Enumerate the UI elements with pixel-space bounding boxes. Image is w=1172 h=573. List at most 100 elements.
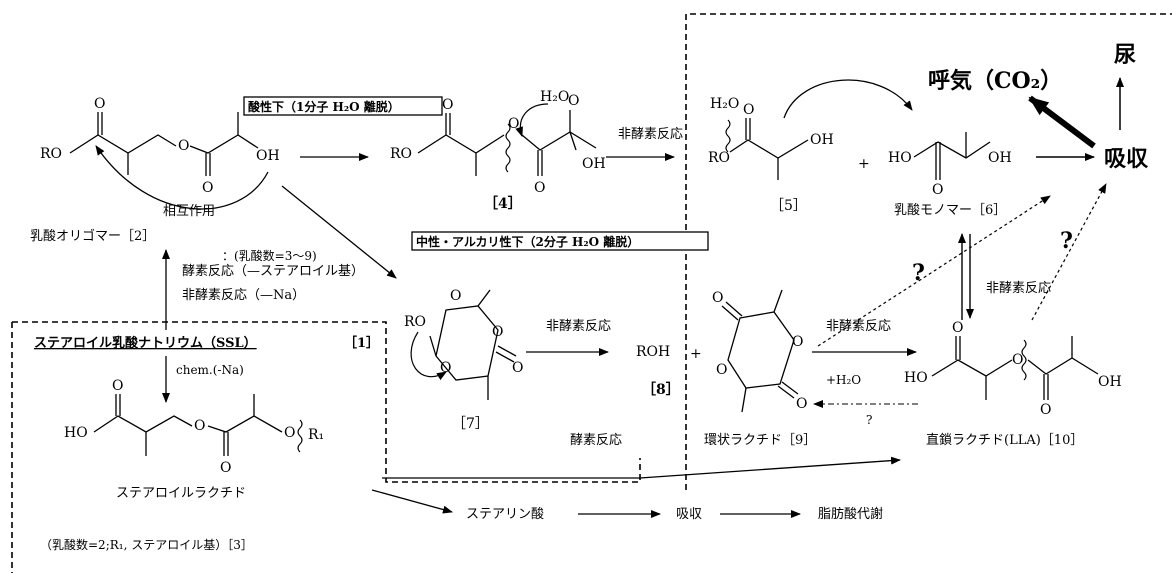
compound-3-o-chain: O bbox=[284, 425, 295, 441]
compound-10-cleavage-wave bbox=[1021, 339, 1027, 381]
arrow-3-to-stearic bbox=[371, 489, 453, 514]
compound-7-structure bbox=[429, 289, 517, 400]
compound-9-o-carbonyl-bottom: O bbox=[796, 396, 807, 412]
compound-6-ho: HO bbox=[888, 150, 912, 166]
compound-10-ho: HO bbox=[904, 370, 928, 386]
absorb-label: 吸収 bbox=[1104, 146, 1149, 172]
compound-7-ro: RO bbox=[404, 314, 426, 330]
compound-4-o-top: O bbox=[442, 97, 453, 113]
compound-3-note: （乳酸数=2;R₁, ステアロイル基）［3］ bbox=[40, 537, 253, 552]
compound-3-name: ステアロイルラクチド bbox=[116, 486, 246, 501]
enzyme-label-mid: 酵素反応 bbox=[570, 433, 622, 448]
oligomer-structure bbox=[69, 112, 259, 176]
compound-8-number: ［8］ bbox=[642, 381, 680, 398]
compound-9-o-carbonyl-top: O bbox=[712, 290, 723, 306]
compound-5-oh: OH bbox=[810, 132, 834, 148]
arrow-5-to-6-curved bbox=[783, 79, 913, 119]
compound-10-o-top: O bbox=[952, 320, 963, 336]
oligomer-carbonyl-o: O bbox=[94, 96, 105, 112]
oligomer-count: ：(乳酸数=3～9) bbox=[222, 248, 317, 263]
ssl-number: ［1］ bbox=[344, 335, 379, 351]
oligomer-oh: OH bbox=[256, 148, 280, 164]
acidic-title-box bbox=[243, 96, 443, 116]
compound-6-label: 乳酸モノマー［6］ bbox=[894, 203, 1006, 218]
compound-4-o-bottom: O bbox=[534, 180, 545, 196]
compound-7-number: ［7］ bbox=[452, 416, 489, 432]
compound-5-ro: RO bbox=[708, 150, 730, 166]
chem-na-label: chem.(-Na) bbox=[176, 363, 244, 377]
question-mark-2: ? bbox=[1060, 228, 1073, 254]
nonenzyme-label-top: 非酵素反応 bbox=[618, 127, 683, 142]
compound-4-o: O bbox=[568, 93, 579, 109]
arrow-absorb-to-exhale bbox=[1028, 95, 1096, 149]
compound-5-number: ［5］ bbox=[770, 198, 807, 214]
compound-10-ester-o: O bbox=[1012, 352, 1023, 368]
compound-7-o-carbonyl: O bbox=[512, 360, 523, 376]
ssl-name: ステアロイル乳酸ナトリウム（SSL） bbox=[34, 335, 257, 351]
compound-7-o-ring-right: O bbox=[492, 324, 503, 340]
compound-9-o-ring-left: O bbox=[716, 362, 727, 378]
plus-h2o-label: H₂O bbox=[836, 373, 861, 387]
compound-3-cleavage-wave bbox=[297, 419, 303, 453]
compound-4-attack-arrow bbox=[515, 103, 549, 137]
compound-4-cleavage-wave bbox=[505, 123, 511, 173]
compound-4-h2o: H₂O bbox=[540, 89, 569, 105]
arrow-oligomer-to-7 bbox=[281, 185, 397, 279]
compound-9-structure bbox=[721, 289, 799, 413]
eq-nonenzyme-label: 非酵素反応 bbox=[986, 281, 1051, 296]
compound-3-r1: R₁ bbox=[308, 427, 324, 443]
compound-4-ro: RO bbox=[390, 146, 412, 162]
question-mark-1: ? bbox=[912, 260, 925, 286]
nonenzyme-na-label: 非酵素反応（—Na） bbox=[182, 288, 305, 303]
oligomer-carbonyl2-o: O bbox=[202, 180, 213, 196]
compound-4-oh: OH bbox=[582, 156, 606, 172]
compound-5-o: O bbox=[743, 102, 754, 118]
compound-6-structure bbox=[913, 132, 991, 180]
question-small: ? bbox=[866, 413, 872, 427]
compound-5-cleavage-wave bbox=[725, 119, 731, 153]
compound-3-o-top: O bbox=[112, 378, 123, 394]
absorb-bottom-label: 吸収 bbox=[676, 507, 702, 522]
urine-label: 尿 bbox=[1114, 42, 1136, 68]
plus-8-9: + bbox=[690, 346, 702, 362]
fatty-acid-label: 脂肪酸代謝 bbox=[818, 506, 883, 522]
compound-7-o-ring-left: O bbox=[440, 360, 451, 376]
compound-3-ho: HO bbox=[64, 425, 88, 441]
nonenzyme-label-mid: 非酵素反応 bbox=[546, 319, 611, 334]
neutral-title: 中性・アルカリ性下（2分子 H₂O 離脱） bbox=[416, 234, 639, 249]
compound-7-o-top: O bbox=[450, 288, 461, 304]
oligomer-label: 乳酸オリゴマー［2］ bbox=[30, 228, 155, 244]
acidic-title: 酸性下（1分子 H₂O 離脱） bbox=[248, 99, 400, 114]
arrow-3-to-10-long bbox=[382, 456, 901, 479]
compound-10-label: 直鎖ラクチド(LLA)［10］ bbox=[926, 432, 1083, 448]
stearic-acid-label: ステアリン酸 bbox=[466, 507, 544, 522]
compound-3-o-bottom: O bbox=[220, 460, 231, 476]
nonenzyme-label-right: 非酵素反応 bbox=[826, 319, 891, 334]
ssl-dashed-box bbox=[12, 321, 641, 483]
compound-5-structure bbox=[729, 118, 809, 180]
compound-8-roh: ROH bbox=[636, 344, 670, 360]
plus-5-6: + bbox=[858, 156, 870, 172]
dotted-arrow-9-to-6 bbox=[817, 195, 1051, 347]
compound-10-oh: OH bbox=[1098, 374, 1122, 390]
compound-6-oh: OH bbox=[988, 150, 1012, 166]
compound-4-structure bbox=[417, 110, 597, 176]
compound-9-label: 環状ラクチド［9］ bbox=[704, 433, 816, 448]
output-dashed-box bbox=[685, 13, 1172, 490]
compound-10-structure bbox=[931, 336, 1099, 400]
exhale-label: 呼気（CO₂） bbox=[928, 68, 1062, 94]
compound-3-structure bbox=[93, 394, 283, 456]
interaction-label: 相互作用 bbox=[163, 204, 215, 219]
compound-10-o-bottom: O bbox=[1040, 402, 1051, 418]
compound-6-o: O bbox=[932, 182, 943, 198]
compound-5-h2o: H₂O bbox=[710, 96, 739, 112]
compound-4-number: ［4］ bbox=[484, 195, 522, 212]
interaction-curved-arrow bbox=[95, 145, 269, 210]
compound-3-ester-o: O bbox=[194, 418, 205, 434]
neutral-title-box bbox=[411, 231, 709, 251]
oligomer-ester-o: O bbox=[178, 138, 189, 154]
dotted-arrow-10-to-absorb bbox=[1031, 183, 1107, 321]
plus-h2o-prefix: + bbox=[826, 373, 836, 387]
oligomer-ro: RO bbox=[40, 146, 62, 162]
